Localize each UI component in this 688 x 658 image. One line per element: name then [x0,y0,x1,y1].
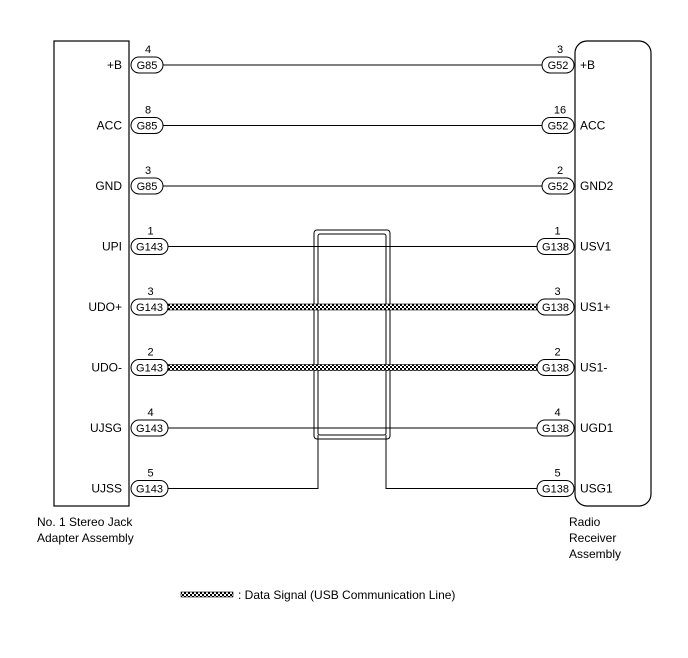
right-connector-code: G138 [542,363,569,375]
right-pin-number: 2 [557,165,563,177]
shield-outer [313,229,391,440]
left-component-name-line-1: No. 1 Stereo Jack [37,515,133,529]
right-pin-number: 16 [554,105,566,117]
right-connector-badge [541,117,575,134]
right-connector-badge [536,419,575,437]
wire-row [130,359,575,376]
left-connector-badge [130,419,169,437]
left-connector-badge [130,480,169,497]
legend-text: : Data Signal (USB Communication Line) [238,588,455,602]
right-connector-code: G138 [542,242,569,254]
left-connector-code: G85 [137,121,158,133]
left-connector-badge [130,56,164,74]
left-pin-number: 5 [147,468,153,480]
left-terminal-name: UJSG [90,421,122,435]
left-connector-badge [130,177,164,195]
right-connector-code: G52 [548,60,569,72]
left-connector-code: G85 [137,60,158,72]
right-terminal-name: ACC [580,119,606,133]
wires-layer [130,56,575,497]
left-pin-number: 8 [145,105,151,117]
right-component-name-line-3: Assembly [569,547,621,561]
left-connector-code: G143 [136,242,163,254]
wire-row [130,238,575,255]
right-pin-number: 3 [554,286,560,298]
right-connector-code: G52 [548,181,569,193]
left-pin-number: 4 [145,44,151,56]
shield-drain-right-wire [385,435,537,489]
right-connector-badge [536,359,575,376]
left-connector-code: G143 [136,302,163,314]
left-connector-badge [130,117,164,134]
right-connector-code: G138 [542,484,569,496]
wire-row [130,419,575,437]
wire-row [130,435,575,497]
right-pin-number: 2 [554,347,560,359]
right-connector-code: G138 [542,302,569,314]
left-terminal-name: +B [107,58,122,72]
right-component-name-line-1: Radio [569,515,601,529]
left-terminal-name: ACC [97,119,123,133]
wire-row [130,177,575,195]
left-pin-number: 3 [145,165,151,177]
right-terminal-name: +B [580,58,595,72]
right-connector-badge [541,177,575,195]
left-connector-badge [130,359,169,376]
left-terminal-name: UDO- [91,361,122,375]
shielded-cable-tube [313,229,391,440]
left-terminal-name: GND [95,179,122,193]
legend-swatch [180,591,234,598]
right-terminal-name: GND2 [580,179,614,193]
right-connector-badge [536,480,575,497]
left-terminal-name: UDO+ [88,300,122,314]
right-pin-number: 3 [557,44,563,56]
right-terminal-name: USV1 [580,240,612,254]
right-connector-badge [541,56,575,74]
right-connector-badge [536,238,575,255]
left-connector-code: G143 [136,363,163,375]
right-terminal-name: USG1 [580,482,613,496]
left-component-box [53,40,130,507]
wire-row [130,56,575,74]
left-connector-code: G85 [137,181,158,193]
wire-row [130,117,575,134]
left-connector-badge [130,298,169,316]
legend: : Data Signal (USB Communication Line) [180,588,455,602]
left-terminal-name: UJSS [91,482,122,496]
right-component-box [574,40,652,507]
wire-row [130,298,575,316]
right-pin-number: 1 [554,226,560,238]
shield-drain-left-wire [168,435,319,489]
right-pin-number: 5 [554,468,560,480]
left-connector-badge [130,238,169,255]
right-terminal-name: US1- [580,361,607,375]
left-connector-code: G143 [136,484,163,496]
left-terminal-name: UPI [102,240,122,254]
left-pin-number: 2 [147,347,153,359]
data-signal-wire [167,303,538,311]
shield-inner [317,233,387,436]
left-pin-number: 3 [147,286,153,298]
data-signal-wire [167,364,538,371]
right-component-name-line-2: Receiver [569,531,616,545]
right-connector-code: G138 [542,423,569,435]
right-connector-badge [536,298,575,316]
right-connector-code: G52 [548,121,569,133]
left-pin-number: 4 [147,407,153,419]
right-pin-number: 4 [554,407,560,419]
left-pin-number: 1 [147,226,153,238]
right-terminal-name: UGD1 [580,421,614,435]
left-component-name-line-2: Adapter Assembly [37,531,134,545]
left-connector-code: G143 [136,423,163,435]
right-terminal-name: US1+ [580,300,610,314]
